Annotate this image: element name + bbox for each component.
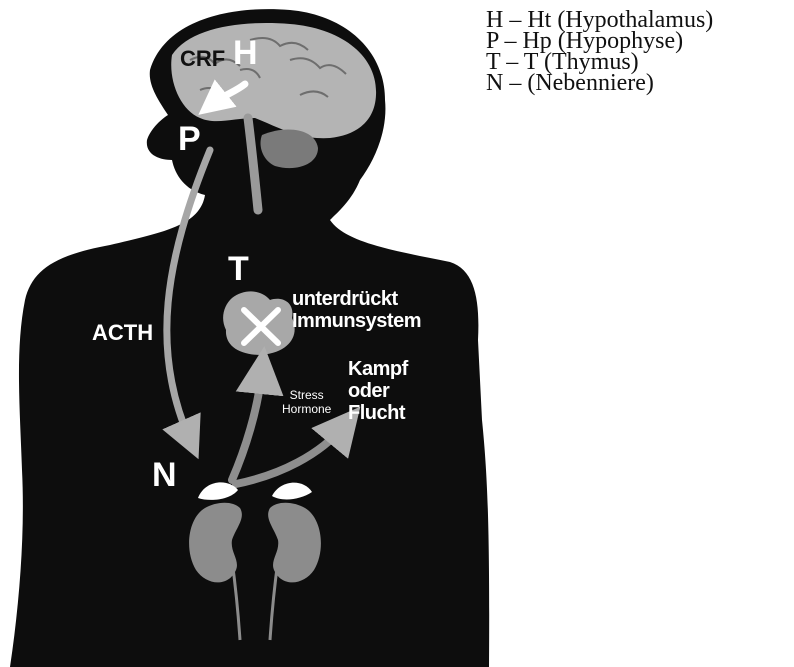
immune-line-1: unterdrückt xyxy=(292,288,421,310)
stress-line-1: Stress xyxy=(282,388,331,402)
immune-line-2: Immunsystem xyxy=(292,310,421,332)
legend-item-adrenal: N – (Nebenniere) xyxy=(486,73,713,94)
hypothalamus-label: H xyxy=(233,36,258,70)
adrenal-label: N xyxy=(152,458,177,492)
pituitary-label: P xyxy=(178,122,201,156)
legend: H – Ht (Hypothalamus) P – Hp (Hypophyse)… xyxy=(486,10,713,94)
stress-hormone-label: Stress Hormone xyxy=(282,388,331,416)
crf-label: CRF xyxy=(180,48,225,70)
stress-line-2: Hormone xyxy=(282,402,331,416)
fight-line-1: Kampf xyxy=(348,358,408,380)
immune-effect-label: unterdrückt Immunsystem xyxy=(292,288,421,332)
fight-flight-label: Kampf oder Flucht xyxy=(348,358,408,424)
thymus-label: T xyxy=(228,252,249,286)
acth-label: ACTH xyxy=(92,322,153,344)
fight-line-2: oder xyxy=(348,380,408,402)
fight-line-3: Flucht xyxy=(348,402,408,424)
